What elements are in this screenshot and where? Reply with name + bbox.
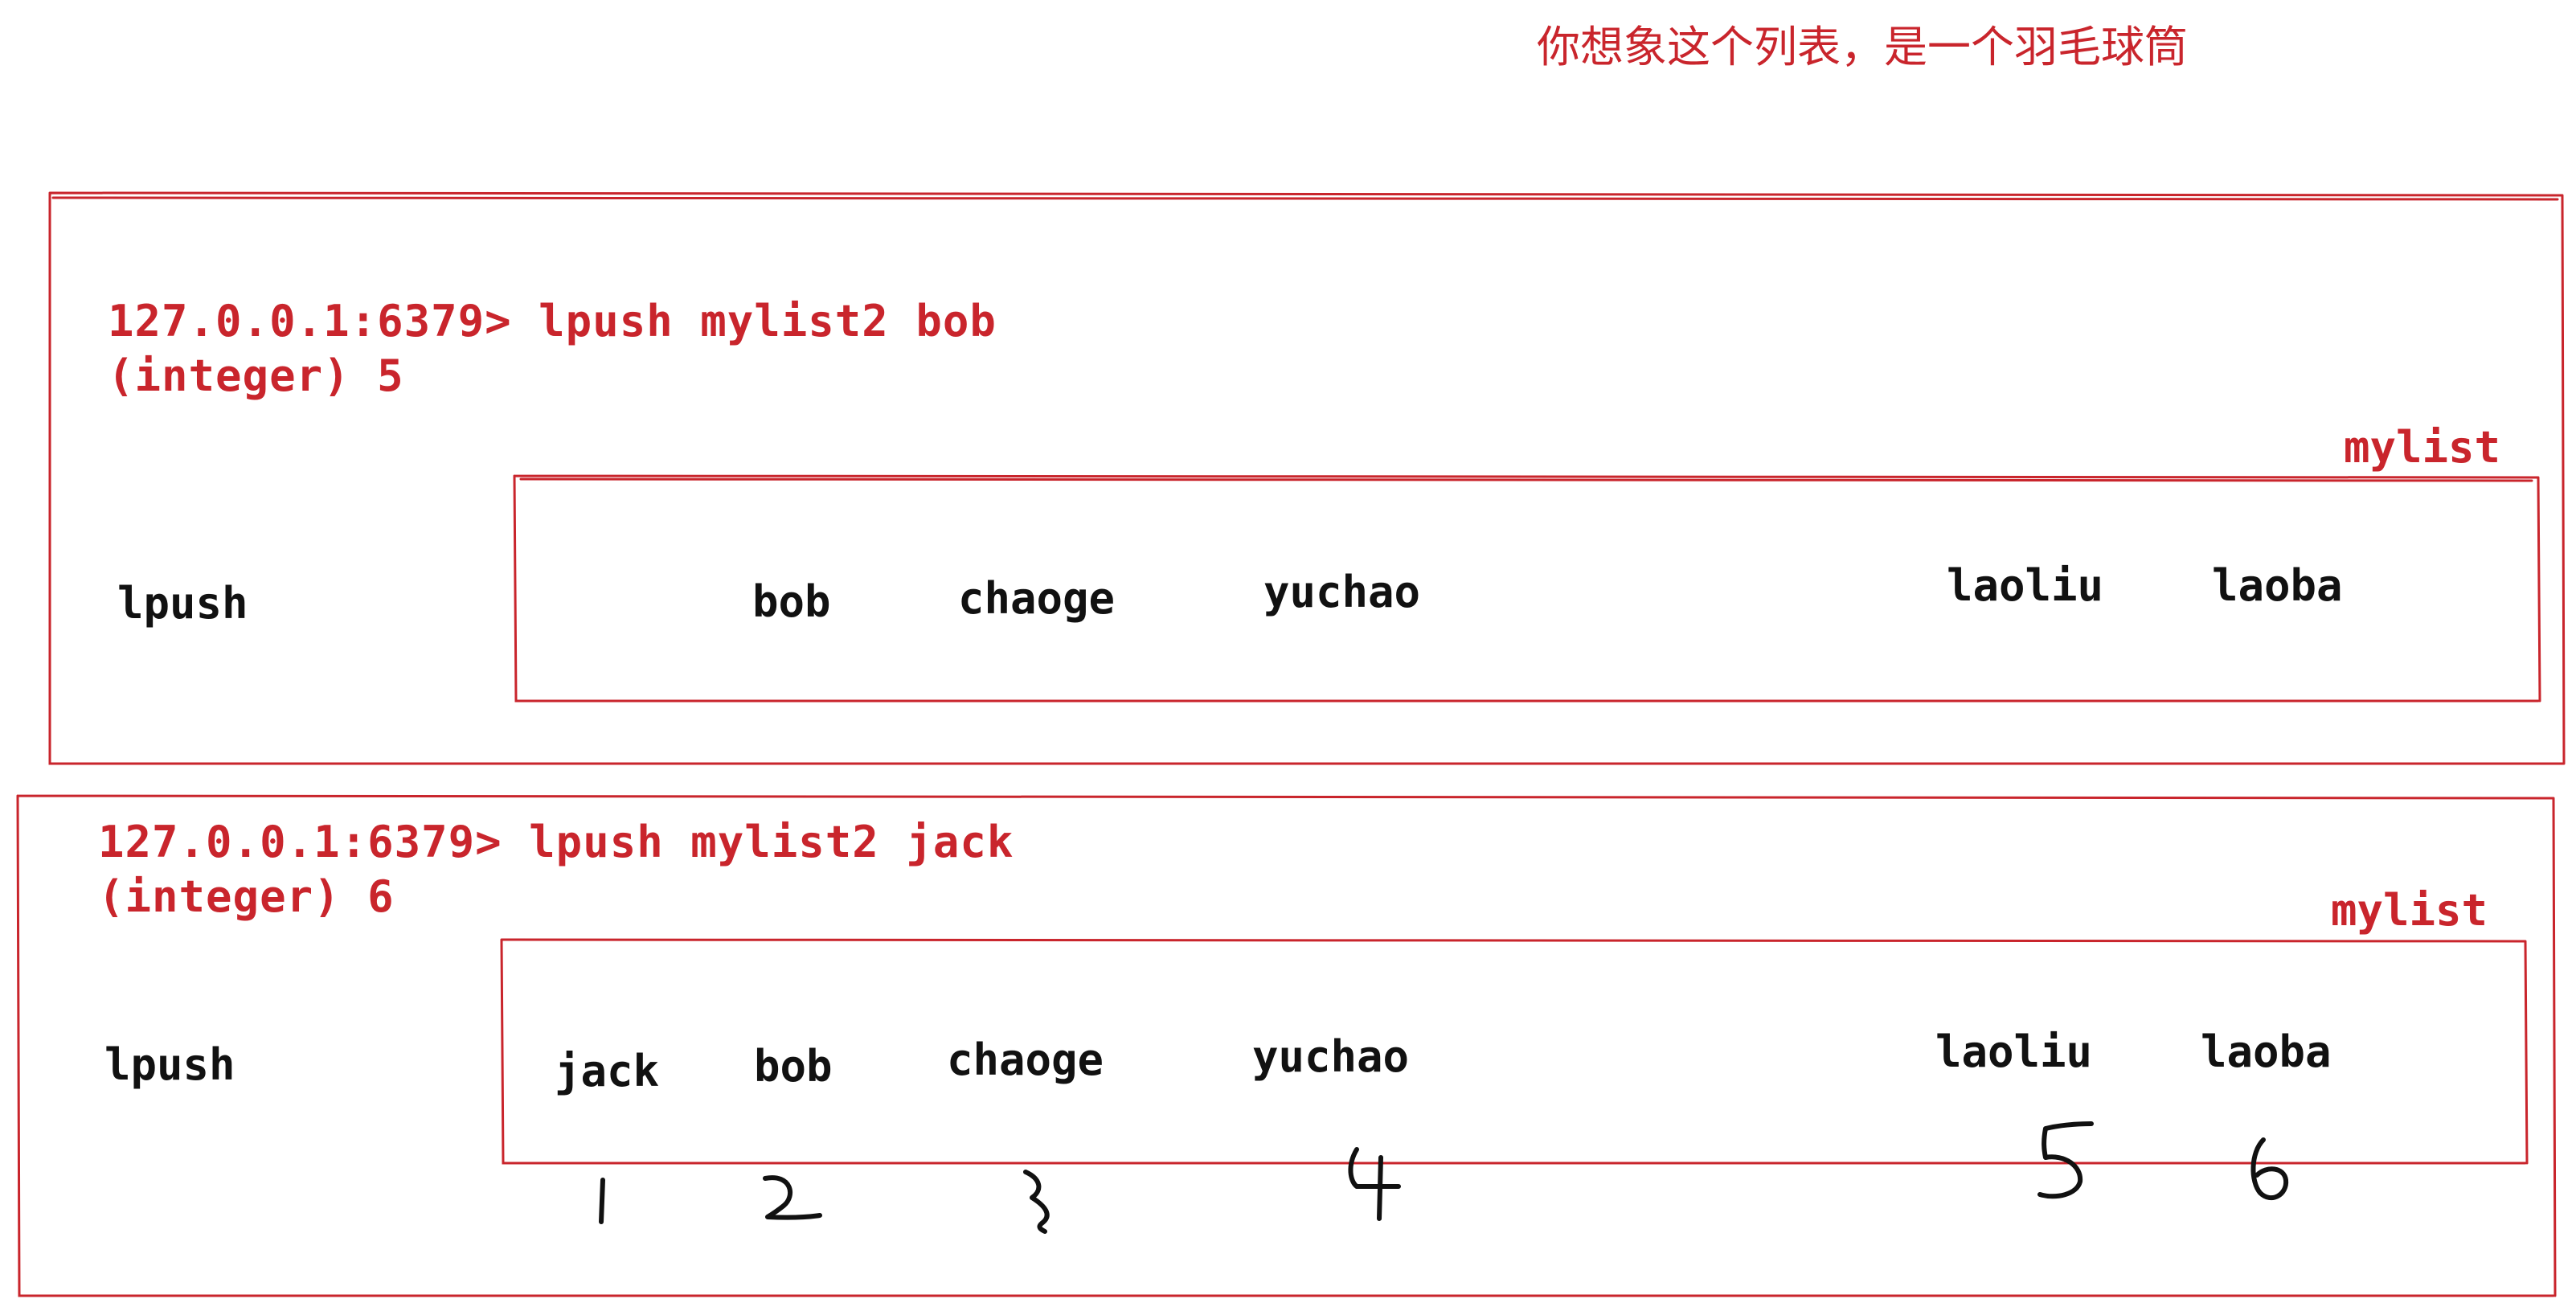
handwritten-index-5 (2037, 1121, 2094, 1199)
panel-1-item-yuchao: yuchao (1263, 567, 1421, 617)
panel-1-frame (48, 191, 2566, 765)
panel-2-operation-label: lpush (104, 1039, 235, 1090)
panel-2-list-name: mylist (2331, 885, 2488, 936)
diagram-caption: 你想象这个列表，是一个羽毛球筒 (1537, 22, 2188, 72)
panel-1-item-laoba: laoba (2212, 560, 2343, 611)
panel-2-item-yuchao: yuchao (1252, 1031, 1410, 1082)
panel-1-command-line: 127.0.0.1:6379> lpush mylist2 bob (108, 296, 997, 346)
panel-2-result-line: (integer) 6 (98, 871, 395, 922)
panel-2-item-jack: jack (555, 1046, 660, 1096)
handwritten-index-2 (763, 1175, 822, 1220)
panel-1-item-chaoge: chaoge (958, 573, 1116, 624)
panel-2-item-laoba: laoba (2201, 1026, 2332, 1077)
panel-1-operation-label: lpush (117, 578, 248, 629)
panel-2-item-bob: bob (754, 1041, 833, 1092)
panel-2-command-line: 127.0.0.1:6379> lpush mylist2 jack (98, 817, 1014, 867)
handwritten-index-1 (599, 1178, 605, 1224)
panel-1-item-laoliu: laoliu (1947, 560, 2104, 611)
panel-1-item-bob: bob (752, 576, 831, 627)
panel-1-list-name: mylist (2344, 422, 2501, 473)
handwritten-index-6 (2250, 1137, 2289, 1200)
handwritten-index-4 (1348, 1147, 1401, 1221)
panel-1-result-line: (integer) 5 (108, 350, 404, 401)
panel-2-item-chaoge: chaoge (947, 1035, 1104, 1085)
panel-2-item-laoliu: laoliu (1935, 1026, 2093, 1077)
handwritten-index-3 (1023, 1170, 1050, 1234)
